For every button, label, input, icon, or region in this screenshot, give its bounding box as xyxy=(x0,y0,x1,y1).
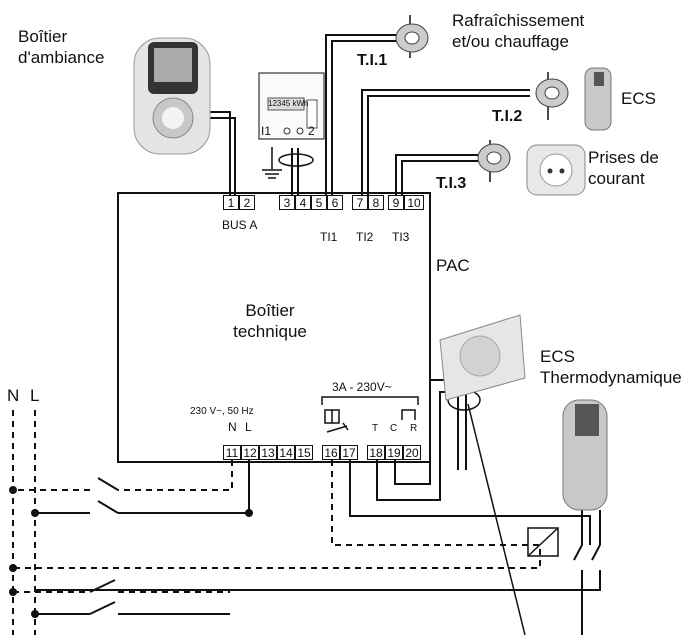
technical-box-label: Boîtier technique xyxy=(233,301,307,341)
terminal-4: 4 xyxy=(295,195,311,210)
terminal-19: 19 xyxy=(385,445,403,460)
terminal-10: 10 xyxy=(404,195,424,210)
t-label: T xyxy=(372,423,379,434)
energy-meter-icon xyxy=(258,72,325,140)
ti3-label: T.I.3 xyxy=(436,175,467,192)
terminal-6: 6 xyxy=(327,195,343,210)
ecs-thermo-label: ECS Thermodynamique xyxy=(540,347,682,387)
rating-label: 3A - 230V~ xyxy=(332,380,392,394)
ti2-label: T.I.2 xyxy=(492,108,523,125)
water-heater-icon xyxy=(562,399,608,511)
terminal-3: 3 xyxy=(279,195,295,210)
terminal-7: 7 xyxy=(352,195,368,210)
terminal-13: 13 xyxy=(259,445,277,460)
technical-box-outline xyxy=(117,192,431,463)
terminal-5: 5 xyxy=(311,195,327,210)
meter-i2-label: 2 xyxy=(308,124,315,138)
meter-i1-label: I1 xyxy=(261,124,272,138)
terminal-11: 11 xyxy=(223,445,241,460)
ti3-terminal-label: TI3 xyxy=(392,230,410,244)
terminal-8: 8 xyxy=(368,195,384,210)
terminal-9: 9 xyxy=(388,195,404,210)
ecs-label: ECS xyxy=(621,89,656,108)
terminal-18: 18 xyxy=(367,445,385,460)
terminal-16: 16 xyxy=(322,445,340,460)
water-heater-icon xyxy=(584,67,612,131)
terminal-14: 14 xyxy=(277,445,295,460)
ambient-box-label: Boîtier d'ambiance xyxy=(18,27,105,67)
pac-label: PAC xyxy=(436,256,470,275)
ti2-terminal-label: TI2 xyxy=(356,230,374,244)
r-label: R xyxy=(410,423,418,434)
terminal-20: 20 xyxy=(403,445,421,460)
outlets-label: Prises de courant xyxy=(588,148,659,188)
terminal-2: 2 xyxy=(239,195,255,210)
meter-display: 12345 kWh xyxy=(268,99,309,108)
power-outlet-icon xyxy=(526,144,586,196)
relay-icon xyxy=(324,409,349,433)
terminal-12: 12 xyxy=(241,445,259,460)
terminal-17: 17 xyxy=(340,445,358,460)
terminal-1: 1 xyxy=(223,195,239,210)
ti1-terminal-label: TI1 xyxy=(320,230,338,244)
main-l-label: L xyxy=(30,386,40,405)
ti1-label: T.I.1 xyxy=(357,52,388,69)
terminal-15: 15 xyxy=(295,445,313,460)
thermostat-icon xyxy=(133,37,211,155)
supply-label: 230 V~, 50 Hz xyxy=(190,406,254,417)
current-transformer-icon xyxy=(395,23,569,173)
bus-a-label: BUS A xyxy=(222,218,258,232)
supply-n-label: N xyxy=(228,420,237,434)
main-n-label: N xyxy=(7,386,20,405)
outdoor-unit-icon xyxy=(439,314,526,401)
cooling-heating-label: Rafraîchissement et/ou chauffage xyxy=(452,11,585,51)
supply-l-label: L xyxy=(245,420,252,434)
c-label: C xyxy=(390,423,398,434)
